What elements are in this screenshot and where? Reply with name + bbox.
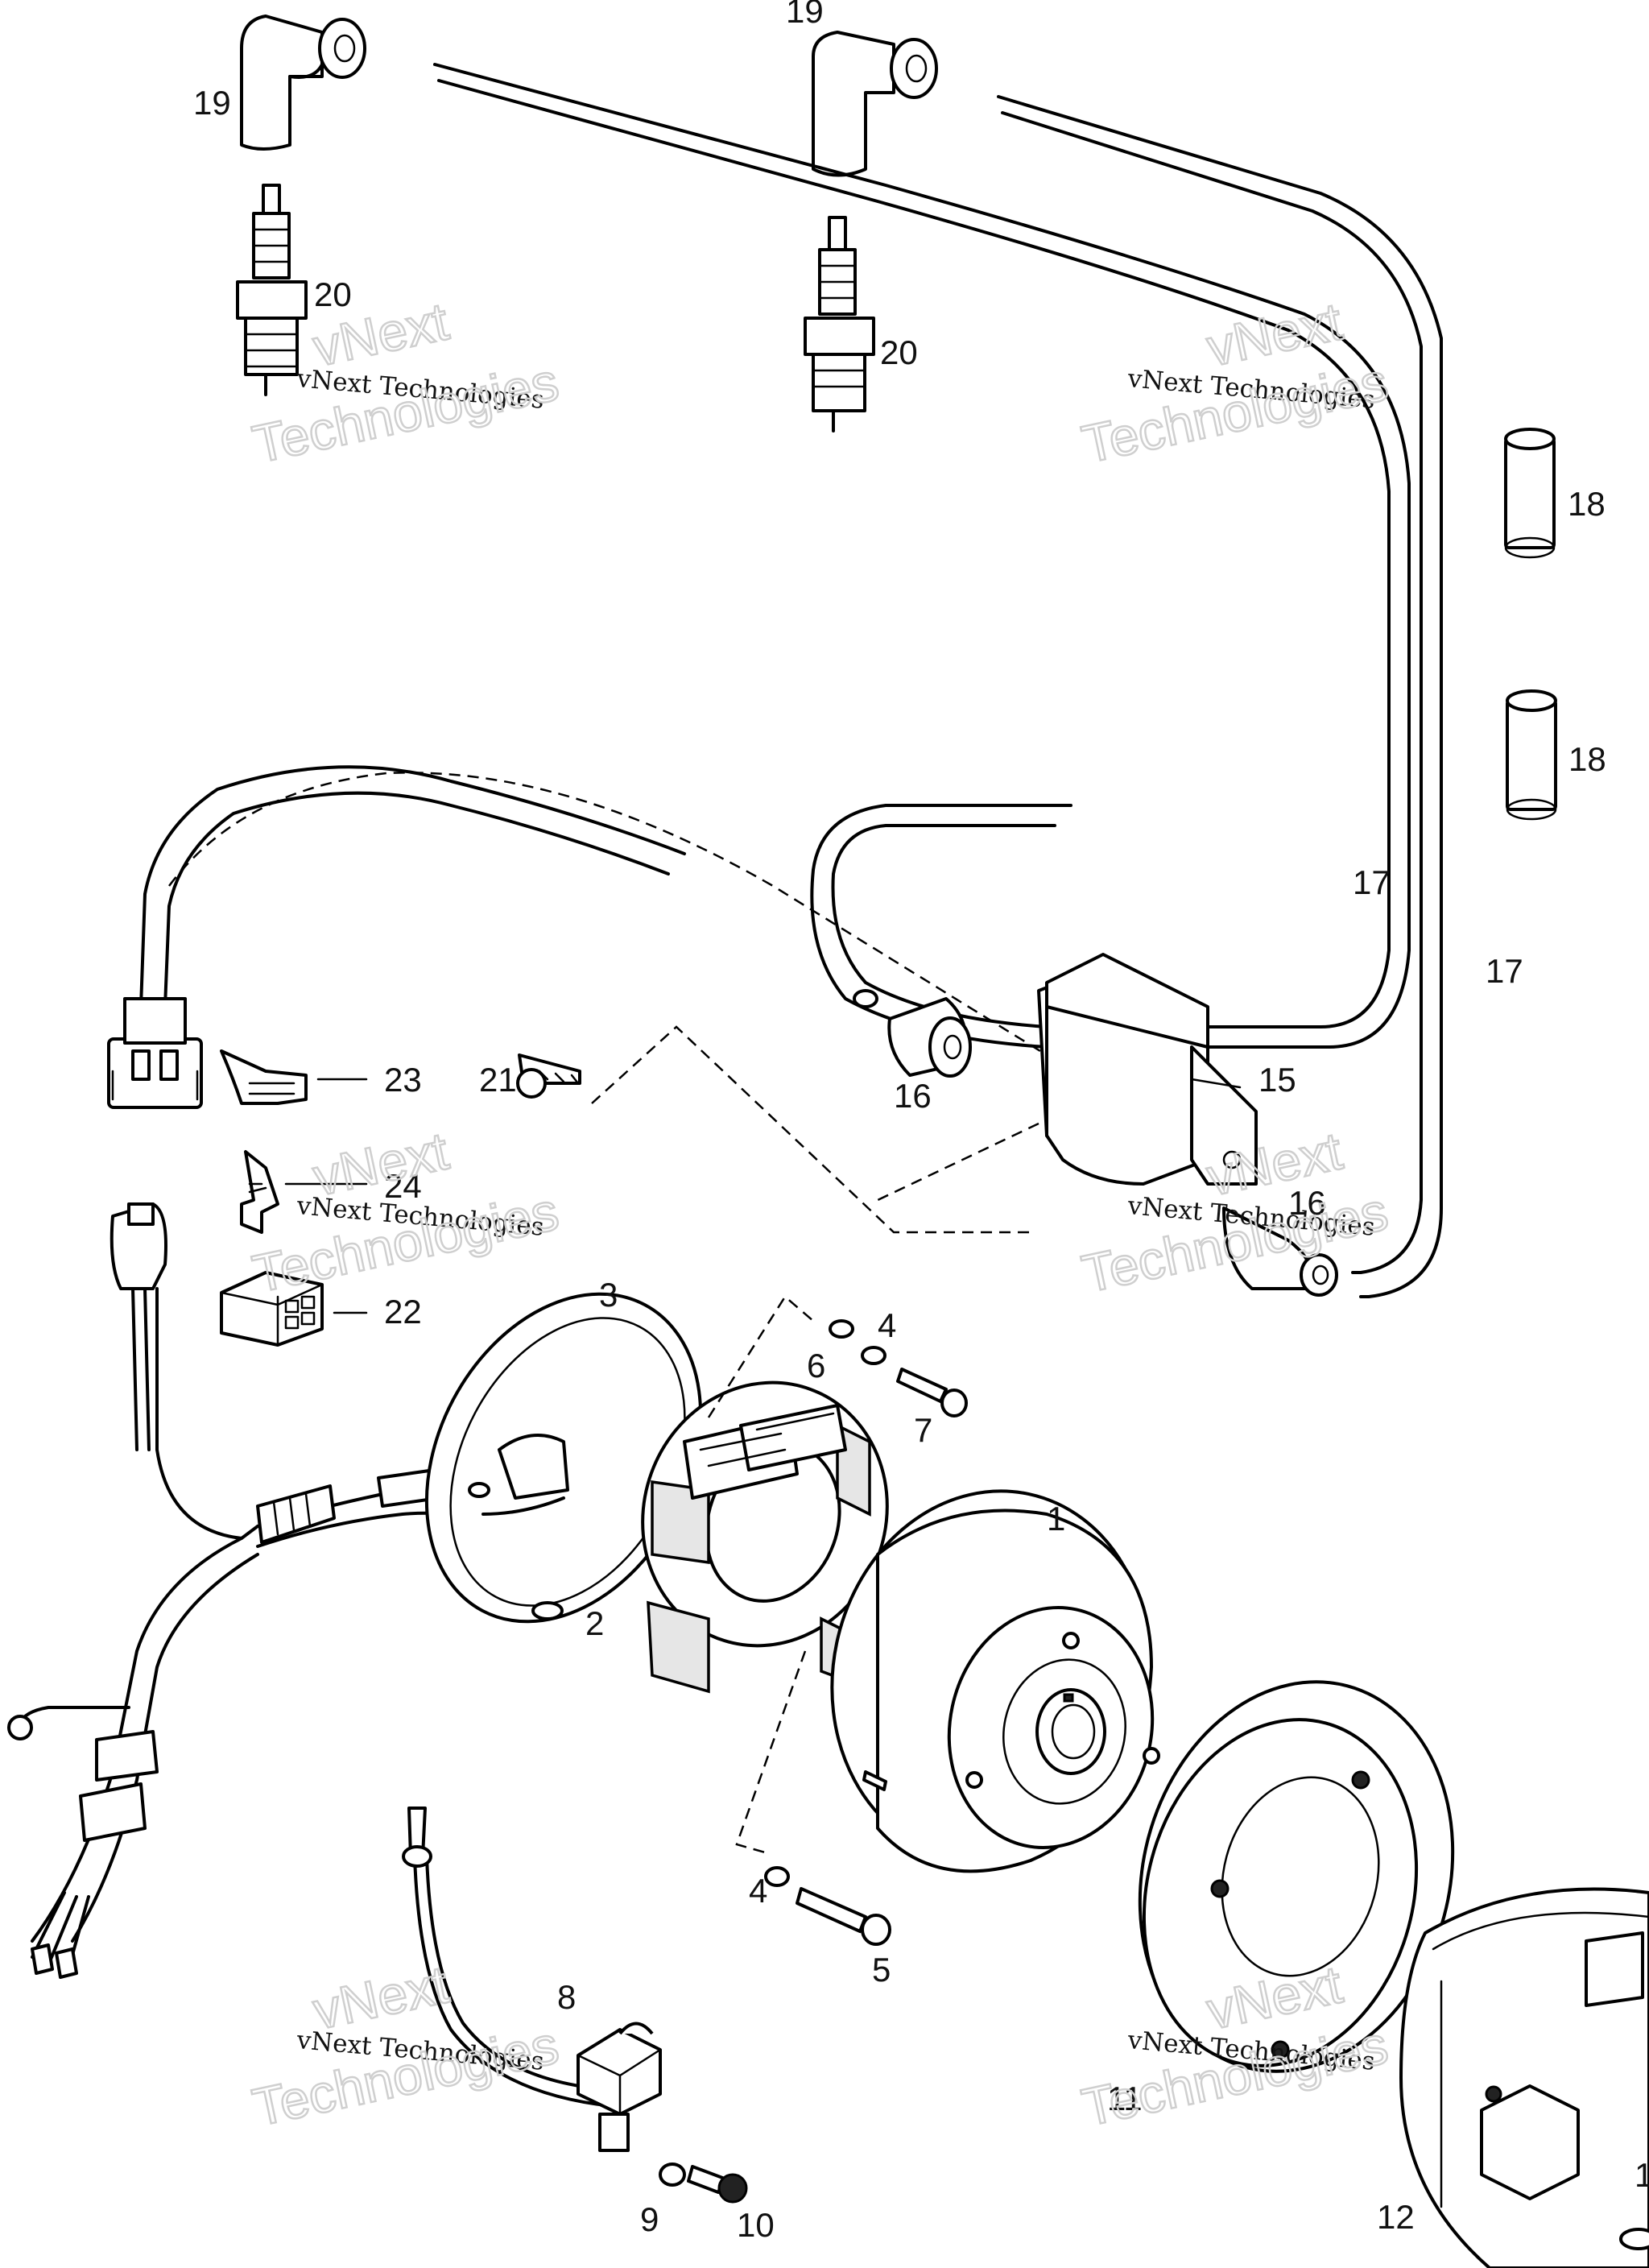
cable-boot-16-upper: [887, 997, 972, 1078]
starter-housing-12: [1399, 1887, 1649, 2268]
callout-5: 5: [872, 1951, 891, 1989]
callout-12: 12: [1377, 2198, 1415, 2236]
callout-18-upper: 18: [1568, 485, 1606, 523]
callout-17-inner: 17: [1353, 863, 1391, 901]
flywheel-1: [830, 1489, 1160, 1873]
washer-4-upper: [861, 1346, 886, 1365]
callout-1: 1: [1047, 1500, 1065, 1538]
ignition-cable-17-outer: [997, 95, 1443, 1298]
callout-23: 23: [384, 1061, 422, 1099]
screw-10: [687, 2165, 748, 2204]
watermark-2: vNext vNext Technologies Technologies: [1076, 290, 1394, 475]
callout-19-left: 19: [193, 84, 231, 122]
screw-5: [796, 1887, 891, 1946]
callout-20-right: 20: [880, 333, 918, 371]
sleeve-18-lower: [1506, 689, 1557, 821]
screw-leader-lower: [735, 1650, 807, 1854]
callout-16-upper: 16: [894, 1077, 932, 1115]
callout-17-outer: 17: [1486, 952, 1523, 990]
sleeve-18-upper: [1504, 428, 1556, 559]
stator-plate-3: [424, 1292, 703, 1624]
connector-housing-22: [220, 1271, 324, 1347]
starter-cup-11: [1138, 1680, 1455, 2073]
callout-7: 7: [914, 1411, 932, 1449]
callout-18-lower: 18: [1568, 740, 1606, 778]
spark-plug-right: [804, 216, 875, 432]
ignition-coil-15: [1037, 953, 1258, 1186]
callout-11: 11: [1107, 2080, 1143, 2117]
watermark-5: vNext vNext Technologies Technologies: [246, 1953, 564, 2138]
callout-15: 15: [1258, 1061, 1296, 1099]
screw-21: [516, 1053, 581, 1099]
cable-end: [853, 989, 878, 1008]
washer-9: [659, 2162, 686, 2187]
callout-labels: 19 19 20 20 18 18 17 17 15 16 16 21 23 2…: [193, 0, 1649, 2244]
screw-7: [896, 1368, 968, 1418]
callout-6: 6: [807, 1347, 825, 1384]
washer-6: [829, 1319, 854, 1339]
pickup-sensor-8: [577, 2022, 662, 2152]
stator-harness: [7, 1448, 485, 1979]
callout-19-right: 19: [786, 0, 824, 30]
connector-pin-23: [220, 1049, 308, 1105]
callout-4-lower: 4: [749, 1872, 767, 1910]
washer-4-lower: [764, 1866, 790, 1887]
spark-plug-cap-right: [812, 31, 938, 177]
callout-4-upper: 4: [878, 1306, 896, 1344]
callout-3: 3: [599, 1276, 618, 1314]
callout-22: 22: [384, 1293, 422, 1331]
wire-harness-left: [107, 765, 686, 1109]
pickup-lead: [402, 1807, 614, 2108]
callout-2: 2: [585, 1604, 604, 1642]
screw-leader-upper: [707, 1295, 814, 1418]
spark-plug-cap-left: [240, 14, 366, 151]
assembly-leader: [591, 1025, 1031, 1234]
callout-24: 24: [384, 1167, 422, 1205]
callout-9: 9: [640, 2200, 659, 2238]
callout-10: 10: [737, 2206, 775, 2244]
watermark-3: vNext vNext Technologies Technologies: [246, 1120, 564, 1305]
cable-boot-16-lower: [1222, 1206, 1338, 1297]
assembly-leader-2: [877, 1122, 1039, 1202]
callout-16-lower: 16: [1288, 1184, 1326, 1222]
callout-21: 21: [479, 1061, 517, 1099]
spark-plug-left: [236, 184, 308, 396]
callout-8: 8: [557, 1978, 576, 2016]
stator-2: [641, 1380, 889, 1694]
harness-connector-lower: [110, 1202, 167, 1451]
callout-20-left: 20: [314, 275, 352, 313]
svg-text:Technologies: Technologies: [248, 2014, 564, 2137]
terminal-pin-24: [240, 1150, 279, 1234]
callout-13: 1: [1635, 2156, 1649, 2194]
ignition-cable-17-inner: [433, 63, 1411, 1049]
